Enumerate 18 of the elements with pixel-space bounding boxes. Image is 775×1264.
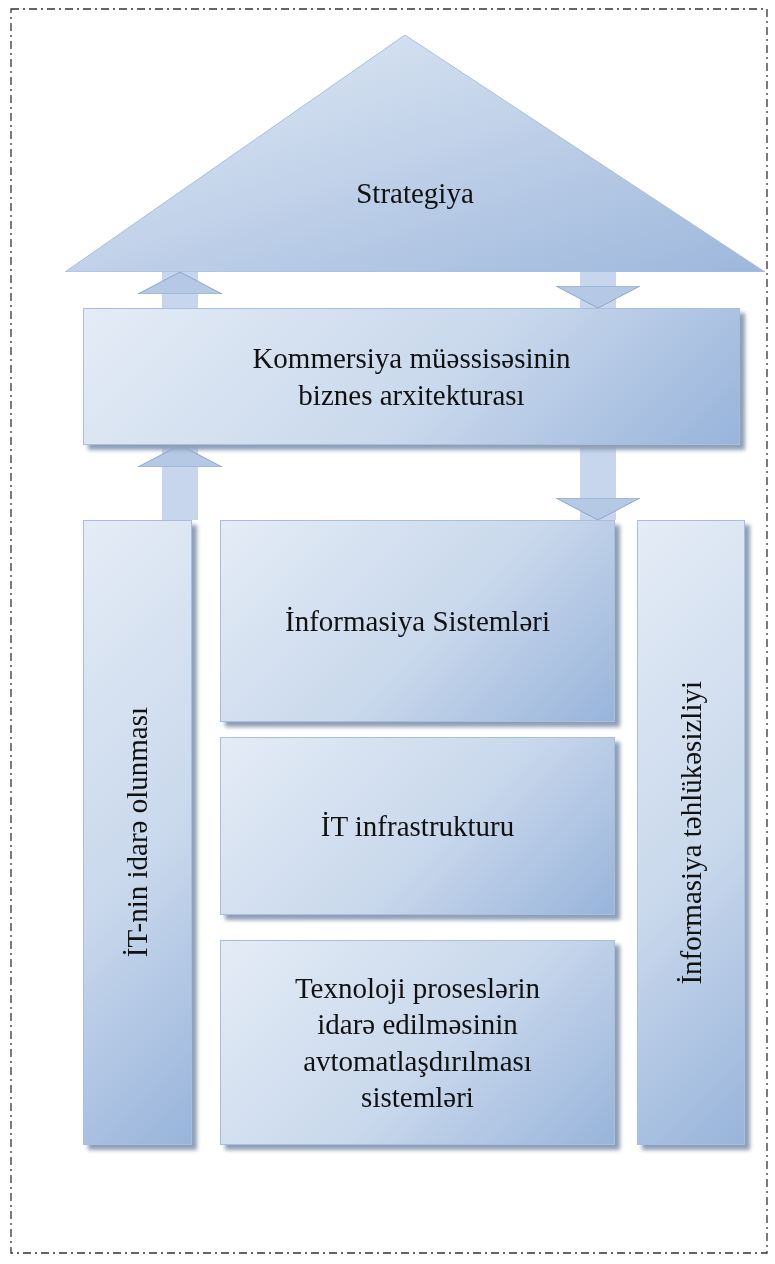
node-label: İT-nin idarə olunması bbox=[120, 707, 155, 958]
node-label: İT infrastrukturu bbox=[320, 808, 515, 844]
node-label: İnformasiya təhlükəsizliyi bbox=[673, 680, 708, 985]
column-box bbox=[637, 520, 745, 1145]
column-box bbox=[83, 520, 192, 1145]
node-label: Texnoloji proseslərin idarə edilməsinin avtomatlaşdırılması sistemləri bbox=[293, 971, 542, 1115]
system-box bbox=[220, 520, 615, 722]
block-arrow bbox=[137, 271, 223, 308]
block-arrow bbox=[137, 444, 223, 520]
node-label: İnformasiya Sistemləri bbox=[285, 603, 550, 639]
block-arrow bbox=[555, 445, 641, 521]
node-label: Strategiya bbox=[356, 176, 474, 212]
system-box bbox=[220, 737, 615, 915]
roof-triangle bbox=[65, 35, 765, 272]
node-label: Kommersiya müəssisəsinin biznes arxitekturası bbox=[251, 341, 572, 413]
system-box bbox=[220, 940, 615, 1145]
block-arrow bbox=[555, 272, 641, 309]
architecture-box bbox=[83, 308, 740, 445]
